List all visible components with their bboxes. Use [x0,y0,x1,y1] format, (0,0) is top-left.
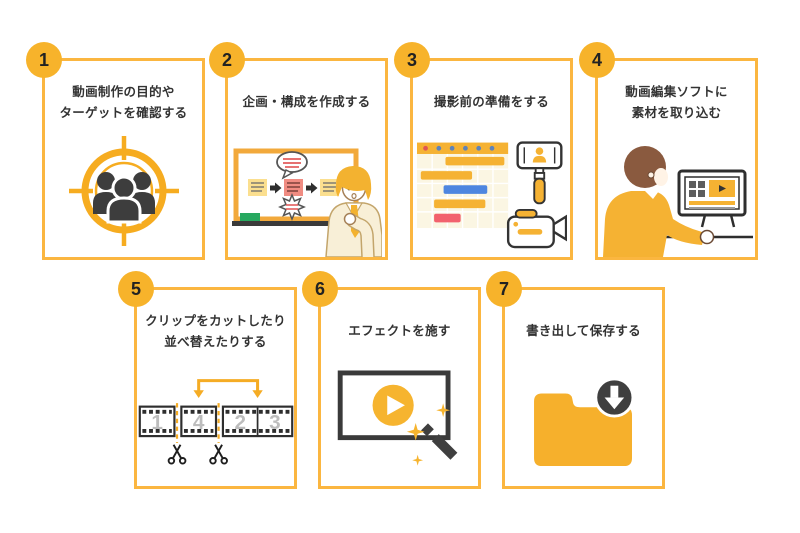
step-7-number-badge: 7 [486,271,522,307]
step-5-number-badge: 5 [118,271,154,307]
video-camera-icon [506,209,567,249]
step-3-number-badge: 3 [394,42,430,78]
frame-label: 1 [151,411,163,434]
eraser [239,213,260,221]
step-card-5: 5 クリップをカットしたり 並べ替えたりする [118,271,297,489]
frame-label: 4 [192,411,204,434]
step-4-title: 動画編集ソフトに 素材を取り込む [625,84,728,120]
monitor-icon [677,169,746,228]
thinking-person [324,166,382,257]
speech-bubble [275,151,308,173]
play-icon [386,395,405,416]
step-4-number-badge: 4 [579,42,615,78]
rearrange-arrow [196,378,259,391]
step-4-illustration-area [598,129,755,257]
frame-label: 3 [269,411,281,434]
schedule-gantt-chart [416,142,508,229]
starburst-bubble [277,193,306,221]
editing-person [602,146,714,257]
selfie-stick-icon [515,141,562,205]
step-6-number-badge: 6 [302,271,338,307]
audience-group-icon [92,172,155,224]
play-icon [718,185,726,192]
step-5-illustration-area: 1 4 2 3 [137,358,294,482]
step-2-title: 企画・構成を作成する [242,95,371,110]
magic-wand-icon [420,423,457,460]
step-card-7: 7 書き出して保存する [486,271,665,489]
step-1-number-badge: 1 [26,42,62,78]
step-card-4: 4 動画編集ソフトに 素材を取り込む [579,42,758,260]
step-card-1: 1 動画制作の目的や ターゲットを確認する [26,42,205,260]
export-save-icon [533,377,634,467]
scissors-icon [208,443,228,464]
step-2-illustration-area [228,129,385,257]
planning-whiteboard-icon [231,148,382,257]
film-strip: 1 4 2 3 [138,405,293,437]
whiteboard-tray [231,221,360,226]
arrow-right-icon [305,182,317,194]
target-audience-icon [68,136,179,246]
step-1-illustration-area [45,129,202,253]
cut-lines [175,402,220,443]
step-3-title: 撮影前の準備をする [433,95,550,110]
step-6-illustration-area [321,358,478,482]
apply-effects-icon [337,370,457,466]
step-3-illustration-area [413,129,570,253]
step-card-2: 2 企画・構成を作成する [209,42,388,260]
step-6-title: エフェクトを施す [348,324,451,339]
frame-label: 2 [234,411,246,434]
step-card-6: 6 エフェクトを施す [302,271,481,489]
step-5-title: クリップをカットしたり 並べ替えたりする [145,313,286,349]
import-to-editor-icon [602,146,753,257]
arrow-right-icon [269,182,281,194]
shooting-preparation-icon [416,141,567,249]
download-arrow-icon [604,385,624,410]
step-7-title: 書き出して保存する [526,324,641,339]
sparkle-icon [406,403,450,466]
scissors-icon [167,443,186,464]
step-1-title: 動画制作の目的や ターゲットを確認する [59,84,188,120]
step-7-illustration-area [505,358,662,482]
film-strip-cut-icon: 1 4 2 3 [138,378,293,464]
step-card-3: 3 撮影前の準備をする [394,42,573,260]
step-2-number-badge: 2 [209,42,245,78]
